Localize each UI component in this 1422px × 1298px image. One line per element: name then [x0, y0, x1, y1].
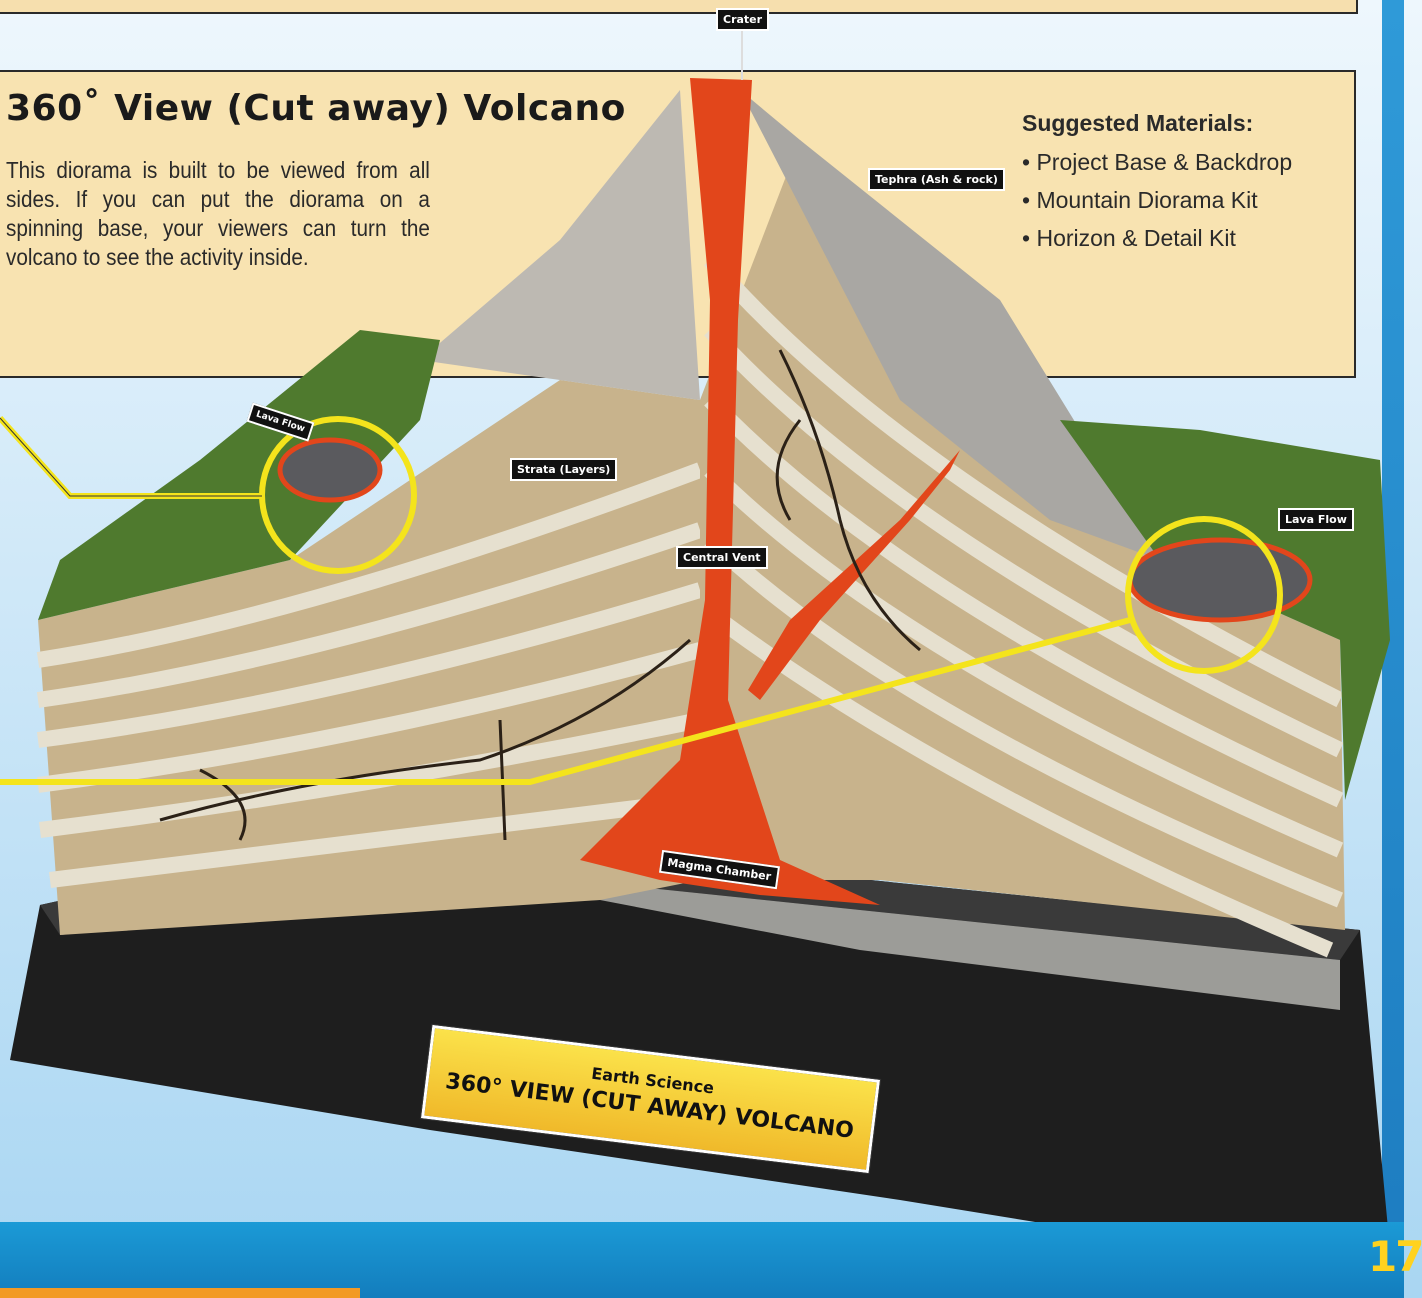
materials-list: Project Base & Backdrop Mountain Diorama…	[1022, 143, 1342, 257]
label-strata: Strata (Layers)	[510, 458, 618, 481]
bottom-accent	[0, 1288, 360, 1298]
materials-heading: Suggested Materials:	[1022, 110, 1254, 136]
materials-panel: Suggested Materials: Project Base & Back…	[1022, 110, 1342, 257]
materials-item: Horizon & Detail Kit	[1022, 219, 1342, 257]
bottom-bar	[0, 1222, 1404, 1298]
page-description: This diorama is built to be viewed from …	[6, 157, 430, 270]
central-vent-lava	[580, 78, 880, 905]
previous-section-box	[0, 0, 1358, 14]
mountain-rock-right	[740, 90, 1160, 560]
grass-left	[38, 330, 440, 620]
right-edge-strip	[1382, 0, 1404, 1298]
diorama-base-top	[40, 830, 1360, 960]
highlight-circle-right	[1125, 516, 1283, 674]
callout-line-left-outline	[0, 417, 262, 497]
right-strata-bands	[703, 254, 1344, 958]
callout-line-right	[0, 617, 1131, 785]
page-title: 360˚ View (Cut away) Volcano	[6, 88, 626, 129]
label-tephra: Tephra (Ash & rock)	[868, 168, 1005, 191]
lava-flow-right	[1127, 537, 1313, 623]
page-number: 17	[1368, 1232, 1422, 1281]
materials-item: Project Base & Backdrop	[1022, 143, 1342, 181]
label-central-vent: Central Vent	[676, 546, 768, 569]
mountain-rock	[420, 90, 700, 400]
label-lava-flow-right: Lava Flow	[1278, 508, 1354, 531]
label-crater: Crater	[716, 8, 770, 31]
materials-item: Mountain Diorama Kit	[1022, 181, 1342, 219]
left-strata-block	[38, 380, 700, 935]
side-vent-lava	[748, 450, 960, 700]
lava-flow-left	[277, 437, 383, 503]
